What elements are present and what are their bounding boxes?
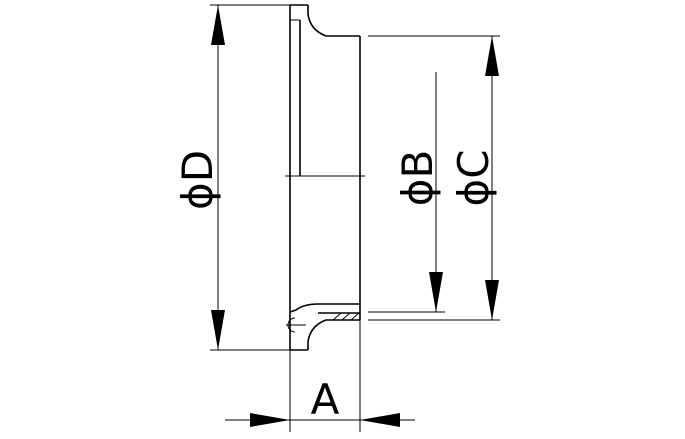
dimension-c: ϕC [368,35,500,321]
c-arrow-top [485,36,499,76]
a-label: A [311,375,340,424]
b-arrow [429,272,443,312]
upper-flange-profile [307,5,360,37]
ferrule-outline [285,4,365,351]
a-arrow-left [250,413,290,427]
b-label: ϕB [393,150,442,207]
section-inner-bore [289,303,360,313]
dimension-b: ϕB [368,72,445,313]
d-label: ϕD [173,150,222,210]
d-arrow-top [211,5,225,45]
d-arrow-bottom [211,310,225,350]
a-arrow-right [360,413,400,427]
c-label: ϕC [449,149,498,206]
section-hatching [332,312,360,321]
dimension-d: ϕD [173,4,290,351]
lower-flange-profile [307,319,360,350]
dimension-a: A [225,320,415,432]
c-arrow-bottom [485,280,499,320]
